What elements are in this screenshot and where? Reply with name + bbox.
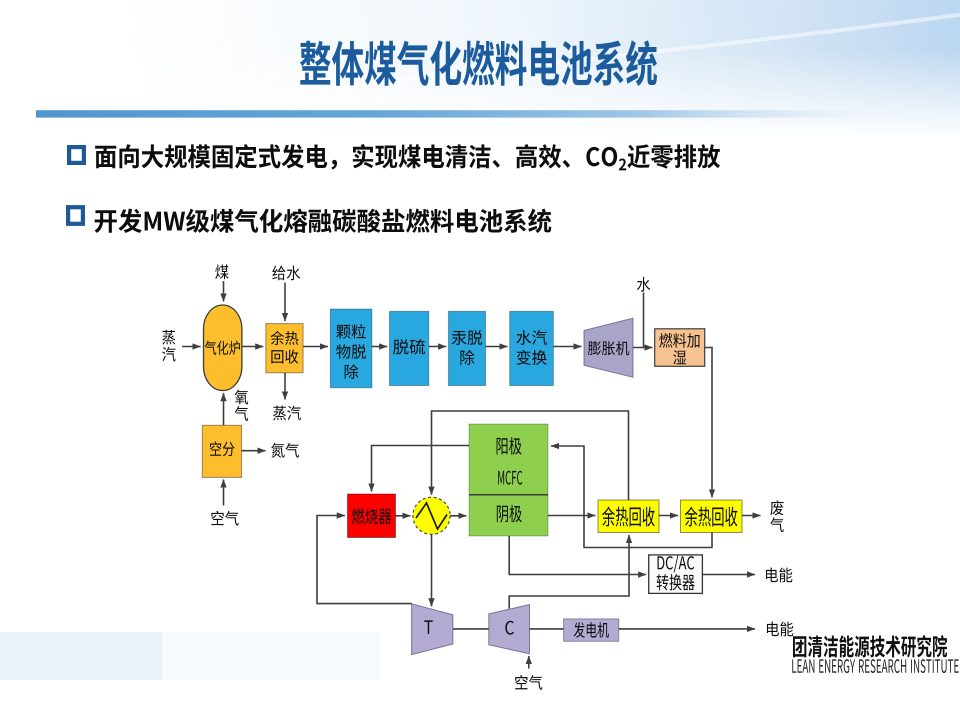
node-whr-left bbox=[265, 323, 304, 374]
generator-label bbox=[573, 622, 609, 638]
flow-lines bbox=[182, 281, 761, 669]
mcfc-shape bbox=[468, 423, 549, 537]
slide-title bbox=[299, 40, 658, 87]
footer-watermark bbox=[792, 635, 959, 674]
flow-humidifier-whr2 bbox=[704, 346, 716, 498]
label-nitrogen bbox=[271, 442, 299, 458]
node-mercury-removal bbox=[447, 310, 487, 387]
anode-label bbox=[496, 437, 522, 455]
turbine-shape bbox=[411, 603, 454, 656]
mercury-label bbox=[451, 330, 483, 365]
node-compressor bbox=[488, 603, 530, 655]
title-divider bbox=[36, 110, 876, 118]
bullet-text-2 bbox=[94, 208, 552, 233]
flow-turbine-burner bbox=[316, 512, 412, 605]
node-dc-ac-converter bbox=[648, 554, 704, 595]
whr-2-label bbox=[684, 506, 738, 527]
node-generator bbox=[563, 618, 620, 642]
flow-compressor-whr1 bbox=[508, 534, 633, 609]
bullet-text-1 bbox=[95, 143, 721, 171]
node-desulfurization bbox=[388, 310, 430, 387]
cathode-label bbox=[496, 504, 522, 523]
label-air-compressor bbox=[515, 674, 543, 690]
node-expander bbox=[583, 317, 634, 378]
burner-label bbox=[351, 508, 392, 525]
asu-label bbox=[210, 441, 235, 457]
gasifier-shape bbox=[202, 304, 243, 392]
node-mcfc-stack bbox=[468, 423, 549, 537]
node-fuel-humidifier bbox=[654, 328, 706, 367]
label-exhaust-gas bbox=[770, 500, 784, 533]
gasifier-label bbox=[204, 340, 240, 355]
flow-anode-burner bbox=[368, 444, 469, 492]
compressor-shape bbox=[488, 603, 530, 655]
process-diagram bbox=[162, 264, 794, 690]
label-steam-in bbox=[162, 329, 176, 362]
label-electric-power-gen bbox=[766, 621, 794, 637]
header bbox=[36, 40, 876, 118]
node-heat-exchanger bbox=[412, 496, 451, 535]
node-whr-2 bbox=[680, 499, 743, 533]
node-water-gas-shift bbox=[509, 310, 554, 387]
label-feed-water bbox=[272, 265, 301, 281]
whr-left-shape bbox=[265, 323, 304, 374]
label-electric-power-dc bbox=[765, 567, 793, 583]
humidifier-label bbox=[659, 332, 700, 365]
node-air-separation bbox=[201, 424, 243, 478]
bottom-left-block bbox=[0, 632, 162, 680]
mercury-shape bbox=[447, 310, 487, 387]
bullet-square-2 bbox=[65, 205, 85, 226]
humidifier-shape bbox=[654, 328, 706, 367]
bullet-item-1 bbox=[66, 143, 721, 171]
desulfurization-label bbox=[393, 339, 425, 355]
stream-labels bbox=[162, 264, 794, 690]
node-particulate-removal bbox=[329, 308, 373, 389]
wgs-shape bbox=[509, 310, 554, 387]
particulate-shape bbox=[329, 308, 373, 389]
bullet-square-1 bbox=[66, 145, 86, 166]
expander-label bbox=[587, 340, 630, 356]
label-oxygen bbox=[234, 389, 249, 421]
particulate-label bbox=[336, 324, 366, 379]
whr-left-label bbox=[270, 330, 299, 364]
wgs-label bbox=[516, 330, 547, 365]
diagram-nodes bbox=[201, 304, 743, 656]
heat-exchanger-zigzag bbox=[415, 501, 448, 531]
node-turbine bbox=[411, 603, 454, 656]
node-whr-1 bbox=[597, 499, 660, 533]
bullet-list bbox=[65, 143, 721, 233]
org-name-cn bbox=[793, 635, 948, 658]
node-burner bbox=[347, 493, 396, 538]
label-coal bbox=[215, 264, 229, 280]
asu-shape bbox=[201, 424, 243, 478]
turbine-label bbox=[424, 620, 433, 634]
flow-whr2-anode bbox=[550, 442, 713, 549]
flow-whr1-hx bbox=[428, 410, 630, 500]
bullet-item-2 bbox=[65, 205, 552, 233]
label-steam-out bbox=[273, 405, 301, 421]
bottom-left-block-faint bbox=[162, 632, 380, 680]
flow-mcfc-dcac bbox=[508, 536, 647, 578]
org-name-en bbox=[792, 659, 959, 674]
node-gasifier bbox=[202, 304, 243, 392]
dcac-label bbox=[656, 555, 695, 591]
label-air-asu bbox=[211, 510, 239, 526]
compressor-label bbox=[505, 620, 514, 635]
label-water bbox=[636, 276, 651, 292]
whr-1-label bbox=[602, 506, 655, 527]
mcfc-label bbox=[498, 470, 523, 485]
